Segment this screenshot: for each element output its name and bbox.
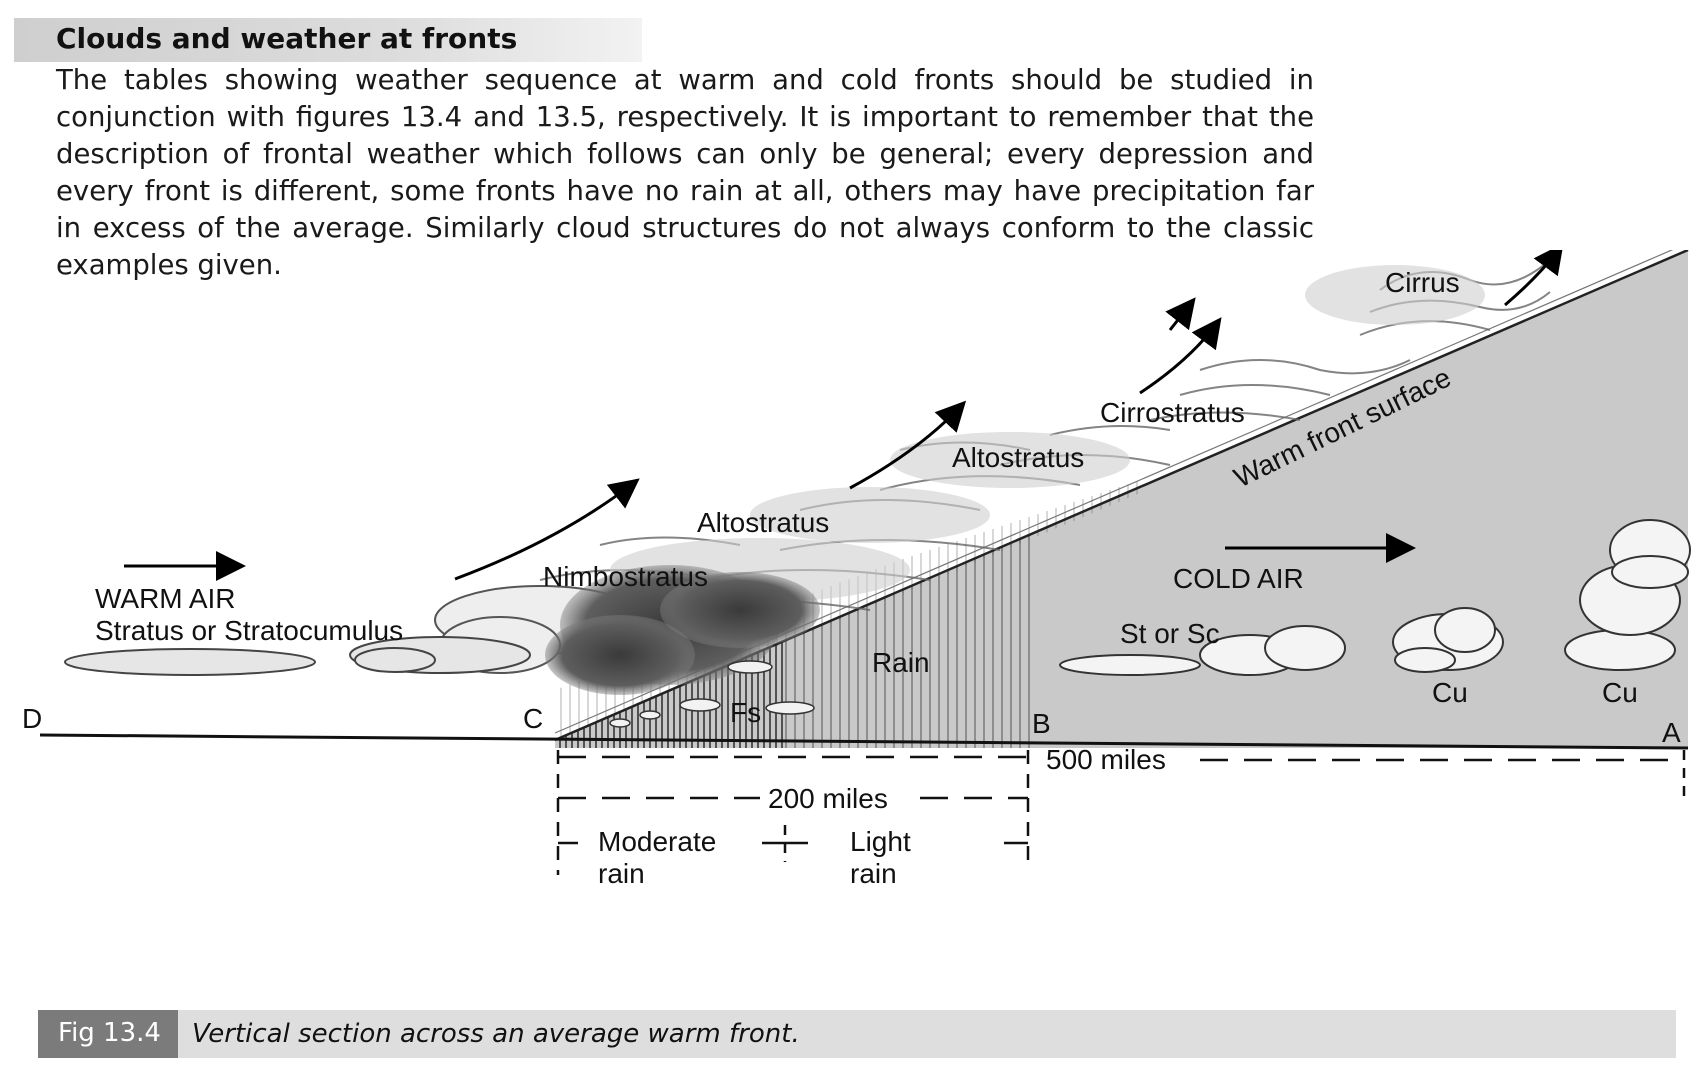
warm-front-svg: Cirrus Cirrostratus Altostratus Altostra… bbox=[22, 250, 1691, 889]
arrow-ascent-5 bbox=[1504, 250, 1564, 307]
label-moderate-rain-2: rain bbox=[598, 858, 645, 889]
figure-caption-bar: Fig 13.4 Vertical section across an aver… bbox=[38, 1010, 1676, 1058]
arrow-ascent-2 bbox=[849, 400, 967, 490]
label-light-rain-1: Light bbox=[850, 826, 911, 857]
label-warm-air: WARM AIR bbox=[95, 583, 236, 614]
figure-number-tag: Fig 13.4 bbox=[38, 1010, 178, 1058]
stratus-clouds-warm-side bbox=[64, 636, 531, 676]
figure-caption: Vertical section across an average warm … bbox=[192, 1019, 800, 1049]
label-point-a: A bbox=[1662, 717, 1681, 748]
ground-line bbox=[39, 733, 1689, 750]
label-altostratus-upper: Altostratus bbox=[952, 442, 1084, 473]
label-distance-500: 500 miles bbox=[1046, 744, 1166, 775]
label-light-rain-2: rain bbox=[850, 858, 897, 889]
label-cu-2: Cu bbox=[1602, 677, 1638, 708]
section-heading: Clouds and weather at fronts bbox=[56, 22, 518, 55]
label-cirrus: Cirrus bbox=[1385, 267, 1460, 298]
label-cold-air: COLD AIR bbox=[1173, 563, 1304, 594]
cold-side-clouds bbox=[1059, 519, 1691, 676]
label-cirrostratus: Cirrostratus bbox=[1100, 397, 1245, 428]
nimbostratus-cloud bbox=[434, 565, 820, 695]
label-st-or-sc: St or Sc bbox=[1120, 618, 1220, 649]
fractostratus-clouds bbox=[609, 660, 815, 728]
warm-front-diagram: Cirrus Cirrostratus Altostratus Altostra… bbox=[0, 250, 1694, 990]
distance-markers bbox=[556, 750, 1686, 875]
warm-air-flow-arrows bbox=[124, 250, 1564, 581]
label-altostratus-lower: Altostratus bbox=[697, 507, 829, 538]
label-distance-200: 200 miles bbox=[768, 783, 888, 814]
figure-number: Fig 13.4 bbox=[58, 1018, 161, 1048]
light-rain-shading bbox=[784, 535, 1030, 748]
label-fs: Fs bbox=[730, 697, 761, 728]
intro-paragraph: The tables showing weather sequence at w… bbox=[56, 64, 1314, 281]
label-cu-1: Cu bbox=[1432, 677, 1468, 708]
label-stratus-or-stratocumulus: Stratus or Stratocumulus bbox=[95, 615, 403, 646]
label-rain: Rain bbox=[872, 647, 930, 678]
label-nimbostratus: Nimbostratus bbox=[543, 561, 708, 592]
section-heading-bar: Clouds and weather at fronts bbox=[14, 18, 642, 62]
arrow-ascent-4 bbox=[1165, 297, 1196, 331]
arrow-ascent-3 bbox=[1139, 317, 1222, 395]
label-moderate-rain-1: Moderate bbox=[598, 826, 716, 857]
arrow-ascent-1 bbox=[454, 478, 640, 581]
label-point-b: B bbox=[1032, 708, 1051, 739]
label-point-d: D bbox=[22, 703, 42, 734]
label-point-c: C bbox=[523, 703, 543, 734]
